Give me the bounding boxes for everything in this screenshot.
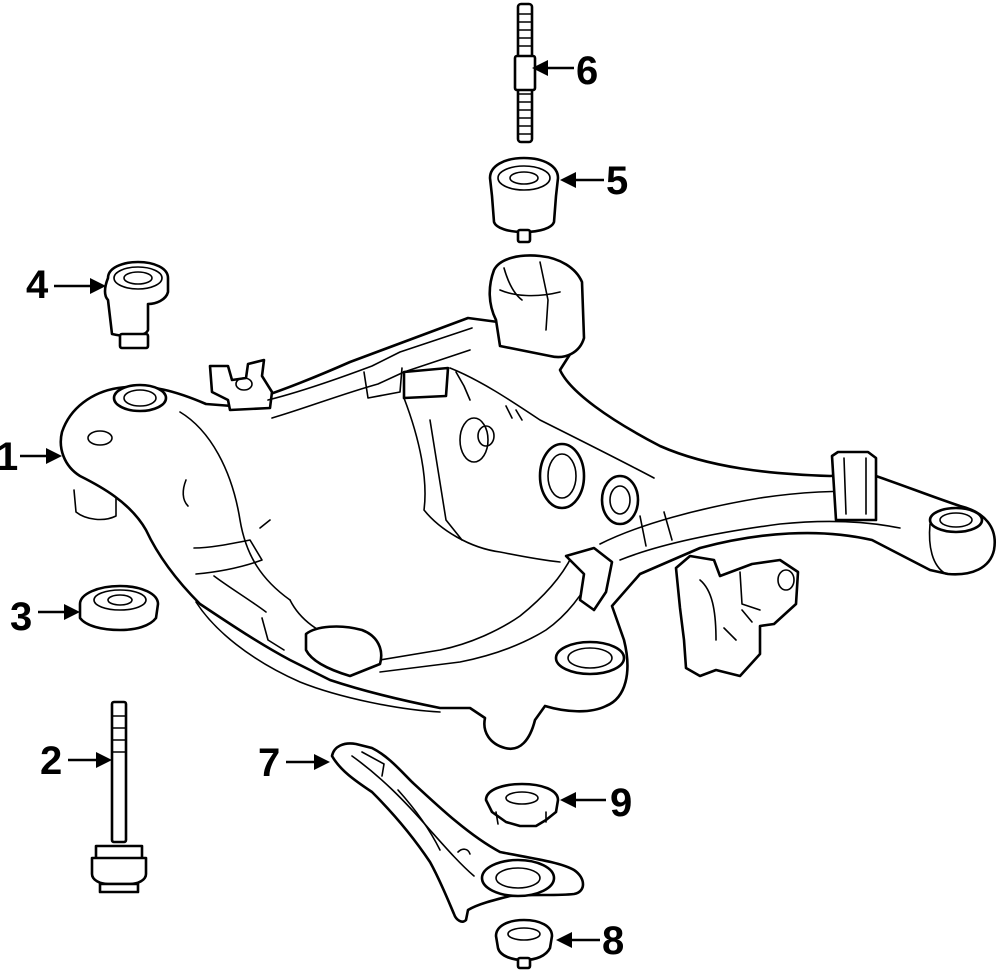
callout-7: 7 [258,741,330,785]
callout-3-label: 3 [10,595,32,639]
callout-2: 2 [40,739,112,783]
callout-4: 4 [26,263,106,307]
part-7-brace[interactable] [330,742,585,923]
callout-4-label: 4 [26,263,49,307]
part-4-bushing[interactable] [103,260,170,350]
callout-6: 6 [532,49,598,93]
callout-9-label: 9 [610,781,632,825]
callout-5: 5 [560,159,628,203]
part-2-bolt[interactable] [90,700,148,894]
callout-5-label: 5 [606,159,628,203]
part-5-bushing[interactable] [488,156,560,244]
callout-1-label: 1 [0,435,18,479]
callout-9: 9 [560,781,632,825]
part-6-stud[interactable] [513,2,537,144]
callout-6-label: 6 [576,49,598,93]
part-1-crossmember[interactable] [59,254,997,751]
callout-8: 8 [556,919,624,963]
callout-1: 1 [0,435,62,479]
part-9-stopper-plate[interactable] [484,782,560,828]
callout-2-label: 2 [40,739,62,783]
callout-7-label: 7 [258,741,280,785]
callout-3: 3 [10,595,80,639]
part-3-retainer[interactable] [78,584,160,632]
callout-8-label: 8 [602,919,624,963]
part-8-stopper[interactable] [494,918,554,970]
